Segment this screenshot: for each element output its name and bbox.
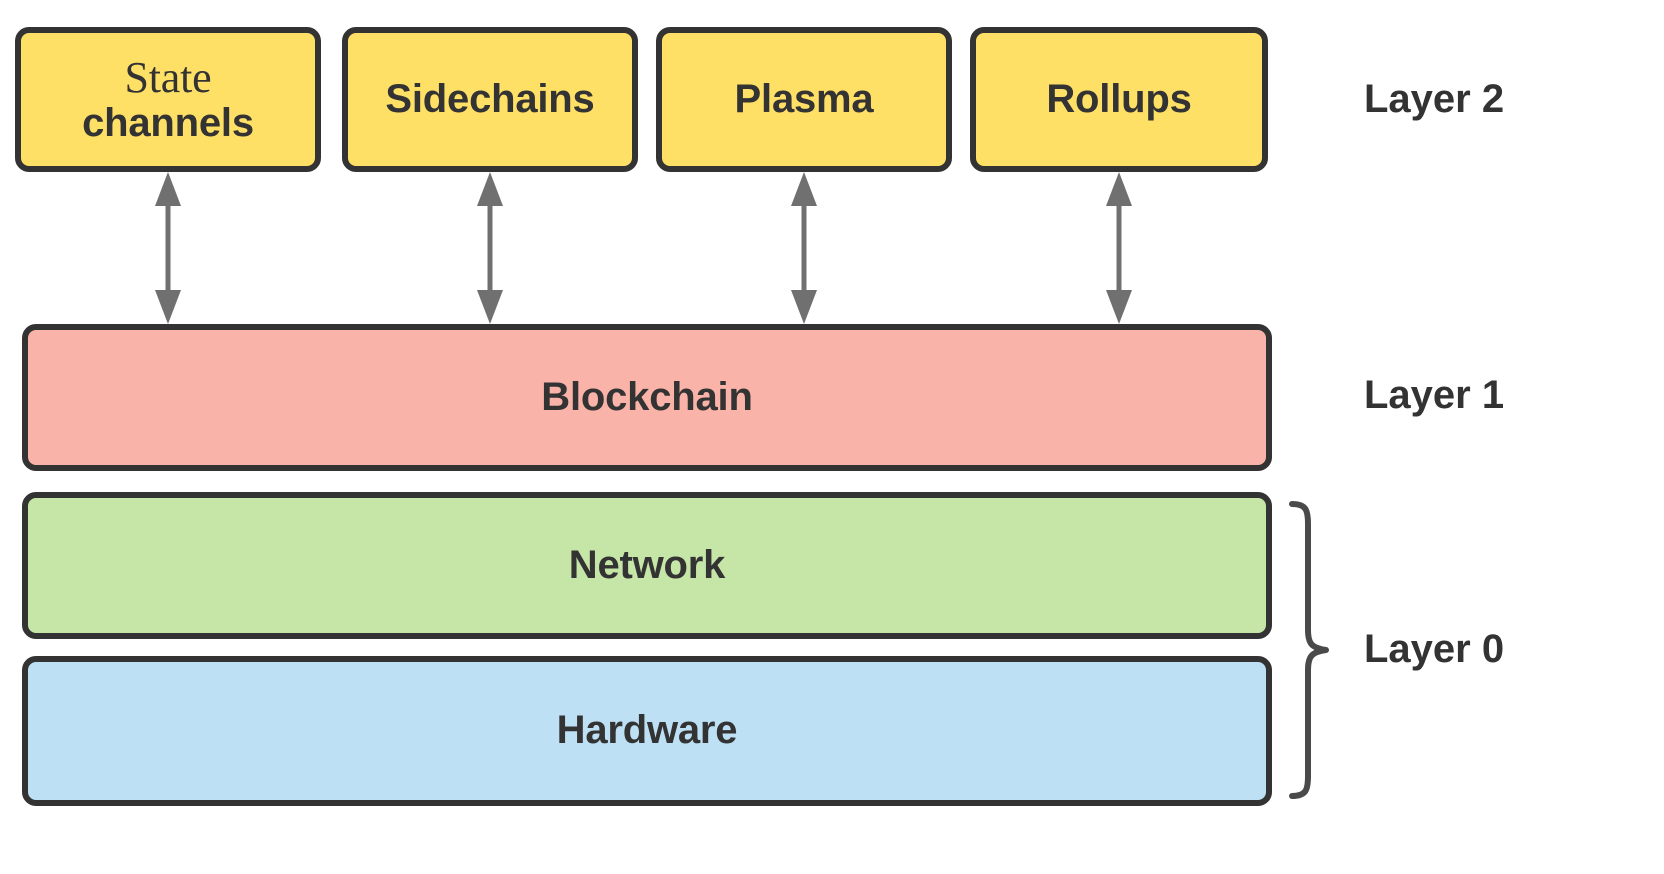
layer0-box-hardware-label: Hardware <box>556 708 738 753</box>
layer1-box-blockchain[interactable]: Blockchain <box>22 324 1272 471</box>
layer0-box-network-label: Network <box>568 542 726 587</box>
double-arrow-vertical-icon <box>155 172 181 324</box>
layer0-caption: Layer 0 <box>1364 627 1505 671</box>
layer2-box-state-channels[interactable]: State channels <box>15 27 321 172</box>
layer2-caption: Layer 2 <box>1364 77 1505 121</box>
layer1-box-blockchain-label: Blockchain <box>541 374 753 419</box>
layer2-box-rollups[interactable]: Rollups <box>970 27 1268 172</box>
layer2-box-state-channels-line2: channels <box>82 100 254 145</box>
layer0-box-network[interactable]: Network <box>22 492 1272 639</box>
layer2-box-rollups-label: Rollups <box>1046 76 1192 121</box>
double-arrow-vertical-icon <box>1106 172 1132 324</box>
layer2-box-state-channels-label: State channels <box>82 54 254 145</box>
layer2-box-plasma-label: Plasma <box>734 76 874 121</box>
double-arrow-vertical-icon <box>791 172 817 324</box>
layer2-box-plasma[interactable]: Plasma <box>656 27 952 172</box>
layer2-box-state-channels-line1: State <box>124 53 212 103</box>
layer2-box-sidechains-label: Sidechains <box>385 76 595 121</box>
layer0-box-hardware[interactable]: Hardware <box>22 656 1272 806</box>
curly-brace-right-icon <box>1289 501 1329 799</box>
layer2-box-sidechains[interactable]: Sidechains <box>342 27 638 172</box>
double-arrow-vertical-icon <box>477 172 503 324</box>
layer1-caption: Layer 1 <box>1364 373 1505 417</box>
